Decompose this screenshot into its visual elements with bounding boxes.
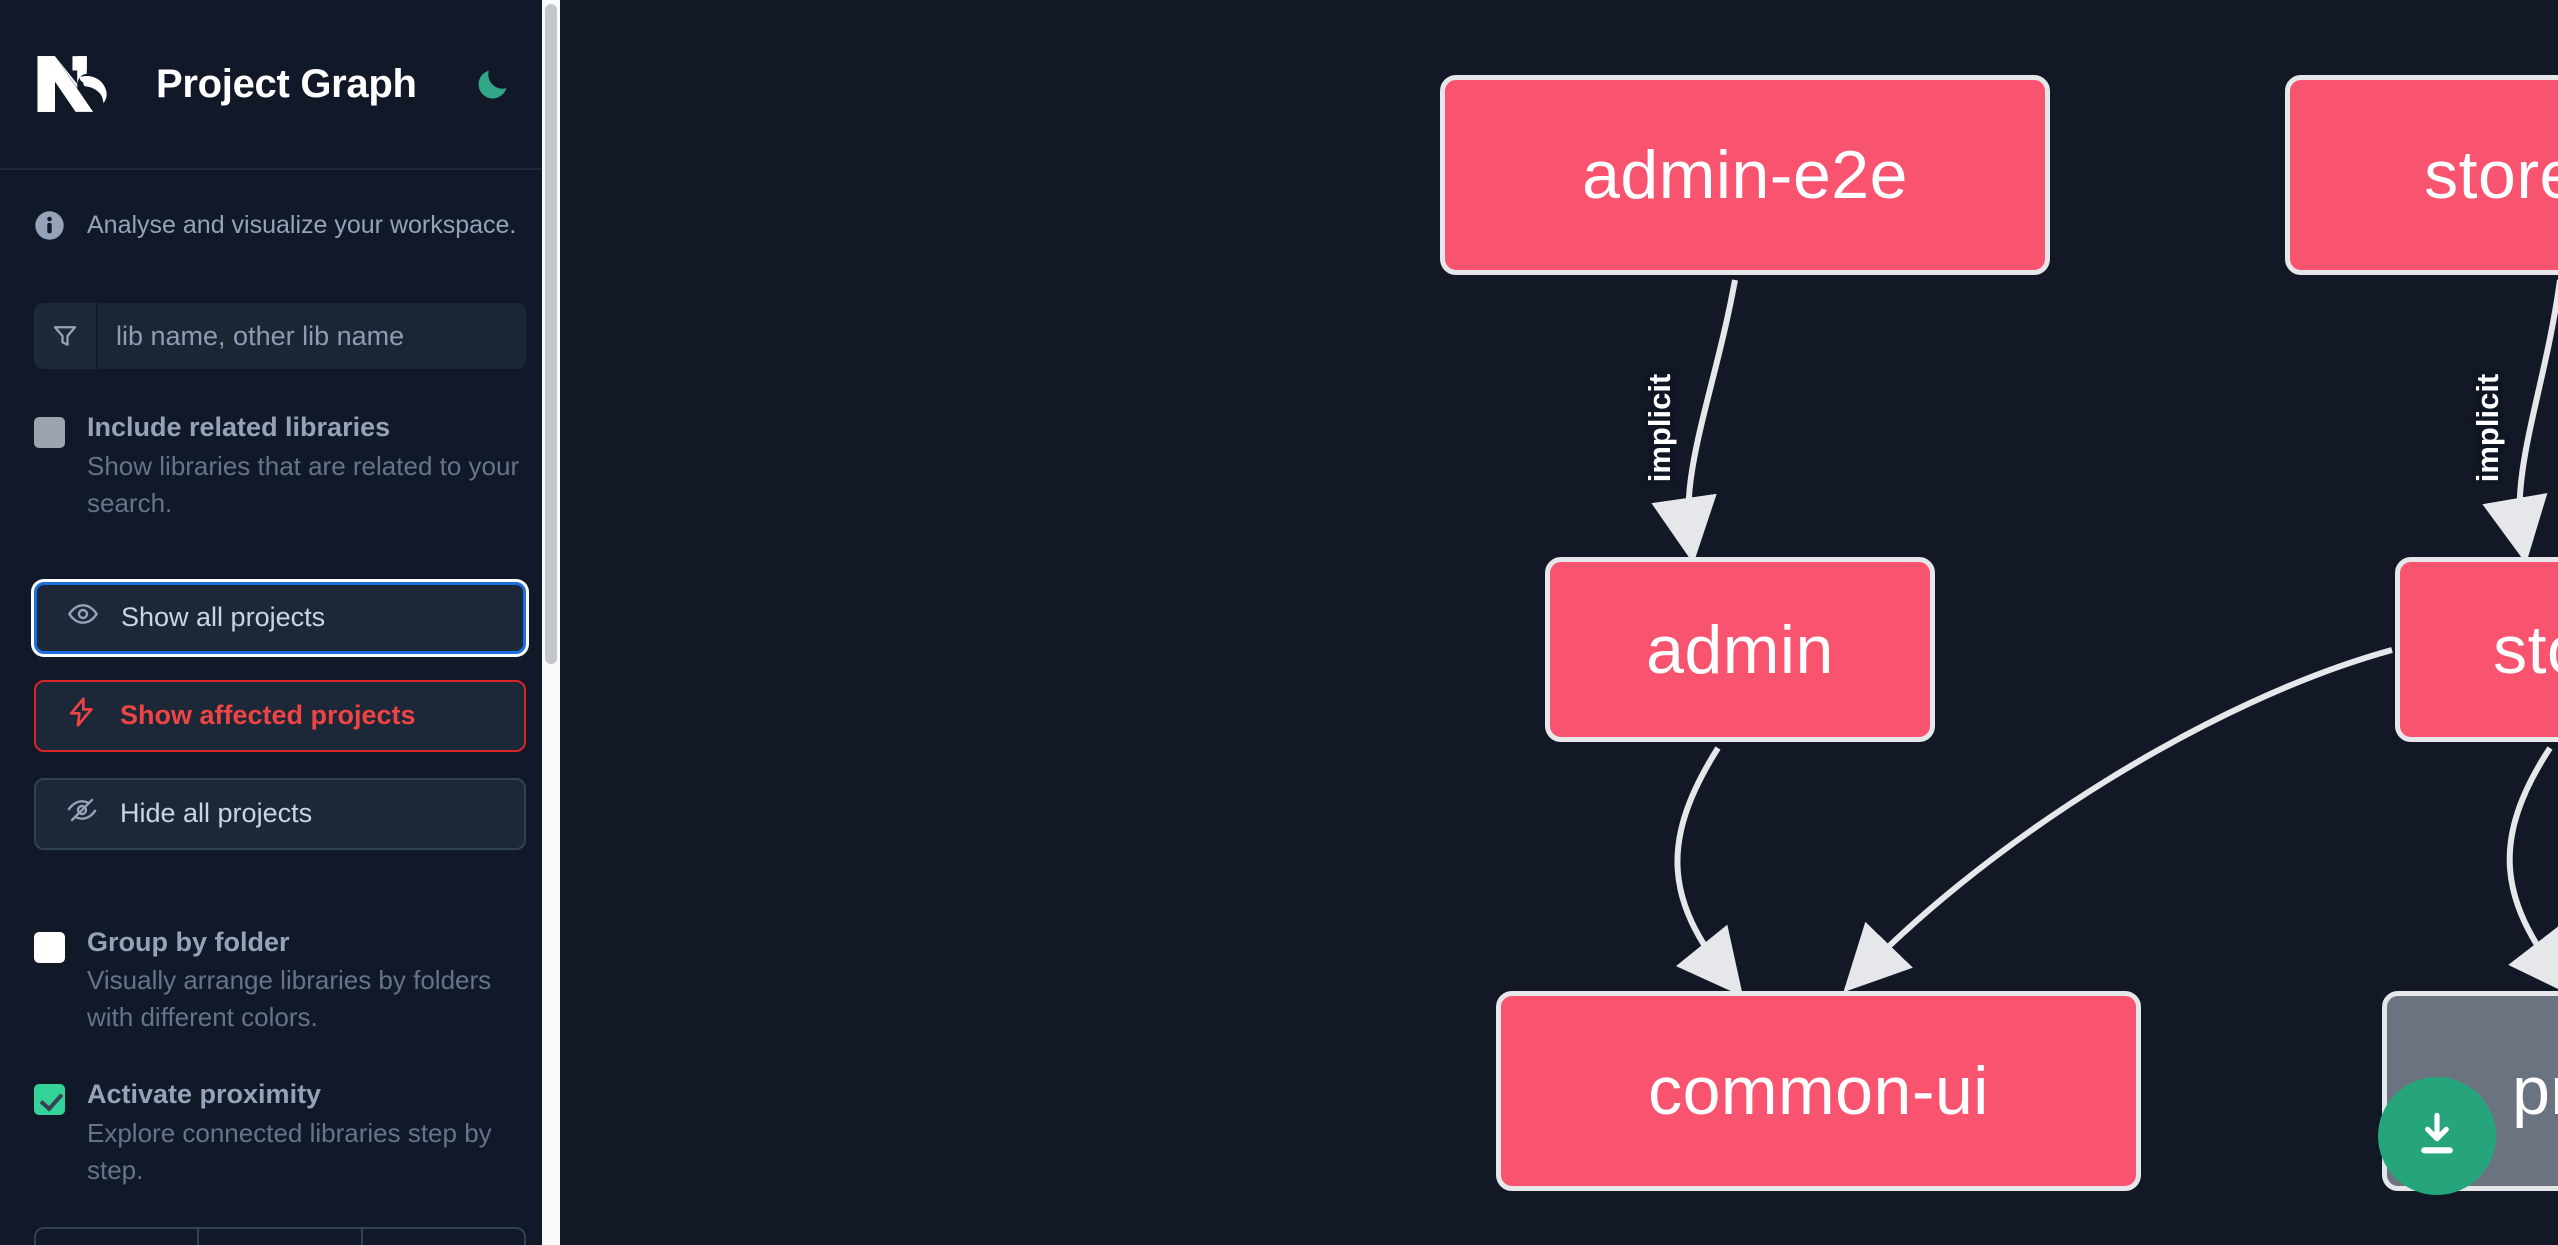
search-input[interactable] xyxy=(98,303,526,369)
graph-node-admin-e2e[interactable]: admin-e2e xyxy=(1440,75,2050,275)
eye-icon xyxy=(67,598,99,637)
edge-store-to-common-ui xyxy=(1843,647,2393,993)
download-icon xyxy=(2409,1106,2465,1167)
checkbox-group-by-folder[interactable] xyxy=(34,931,65,963)
sidebar-scrollbar-thumb[interactable] xyxy=(545,4,557,664)
show-affected-projects-label: Show affected projects xyxy=(120,700,416,731)
show-affected-projects-button[interactable]: Show affected projects xyxy=(34,679,526,752)
download-button[interactable] xyxy=(2378,1077,2496,1195)
tagline: Analyse and visualize your workspace. xyxy=(34,210,526,241)
search-box[interactable] xyxy=(34,303,526,369)
option-description: Show libraries that are related to your … xyxy=(87,450,520,518)
sidebar-header: Project Graph xyxy=(0,0,560,170)
info-icon xyxy=(34,210,65,241)
graph-node-common-ui[interactable]: common-ui xyxy=(1496,991,2141,1191)
graph-edges xyxy=(1651,279,2558,998)
filter-icon xyxy=(34,303,98,369)
edge-group xyxy=(1651,279,2558,998)
graph-node-store[interactable]: store xyxy=(2395,557,2558,742)
hide-all-projects-button[interactable]: Hide all projects xyxy=(34,777,526,850)
hide-all-projects-label: Hide all projects xyxy=(120,798,313,829)
option-activate-proximity[interactable]: Activate proximity Explore connected lib… xyxy=(34,1078,526,1189)
option-label: Activate proximity xyxy=(87,1079,322,1110)
segmented-control[interactable] xyxy=(34,1226,526,1245)
tagline-text: Analyse and visualize your workspace. xyxy=(87,211,517,239)
checkbox-include-related-libraries[interactable] xyxy=(34,417,65,448)
page-title: Project Graph xyxy=(156,61,417,106)
spacer xyxy=(34,850,526,884)
option-description: Visually arrange libraries by folders wi… xyxy=(87,965,492,1033)
sidebar-body: Analyse and visualize your workspace. In… xyxy=(0,210,560,1245)
show-all-projects-button[interactable]: Show all projects xyxy=(34,581,526,654)
option-include-related-libraries[interactable]: Include related libraries Show libraries… xyxy=(34,411,526,522)
edge-store-e2e-to-store xyxy=(2482,279,2558,564)
eye-off-icon xyxy=(66,794,98,833)
edge-store-to-products xyxy=(2506,746,2558,998)
edge-admin-e2e-to-admin xyxy=(1651,279,1738,564)
segmented-control-option[interactable] xyxy=(36,1228,200,1245)
graph-node-admin[interactable]: admin xyxy=(1545,557,1935,742)
show-all-projects-label: Show all projects xyxy=(121,602,326,633)
edge-admin-to-common-ui xyxy=(1674,746,1744,997)
lightning-icon xyxy=(66,696,98,735)
option-group-by-folder[interactable]: Group by folder Visually arrange librari… xyxy=(34,926,526,1037)
segmented-control-option[interactable] xyxy=(363,1229,524,1245)
option-label: Group by folder xyxy=(87,926,290,957)
graph-canvas[interactable]: admin-e2e store-e2e admin store common-u… xyxy=(560,0,2558,1245)
moon-icon[interactable] xyxy=(471,62,515,106)
option-description: Explore connected libraries step by step… xyxy=(87,1117,492,1185)
graph-node-store-e2e[interactable]: store-e2e xyxy=(2285,75,2558,275)
segmented-control-option[interactable] xyxy=(199,1228,363,1245)
sidebar: Project Graph Analyse and visualize your… xyxy=(0,0,560,1245)
nx-logo-icon xyxy=(34,53,130,115)
sidebar-scrollbar[interactable] xyxy=(542,0,560,1245)
checkbox-activate-proximity[interactable] xyxy=(34,1084,65,1116)
option-label: Include related libraries xyxy=(87,412,391,442)
